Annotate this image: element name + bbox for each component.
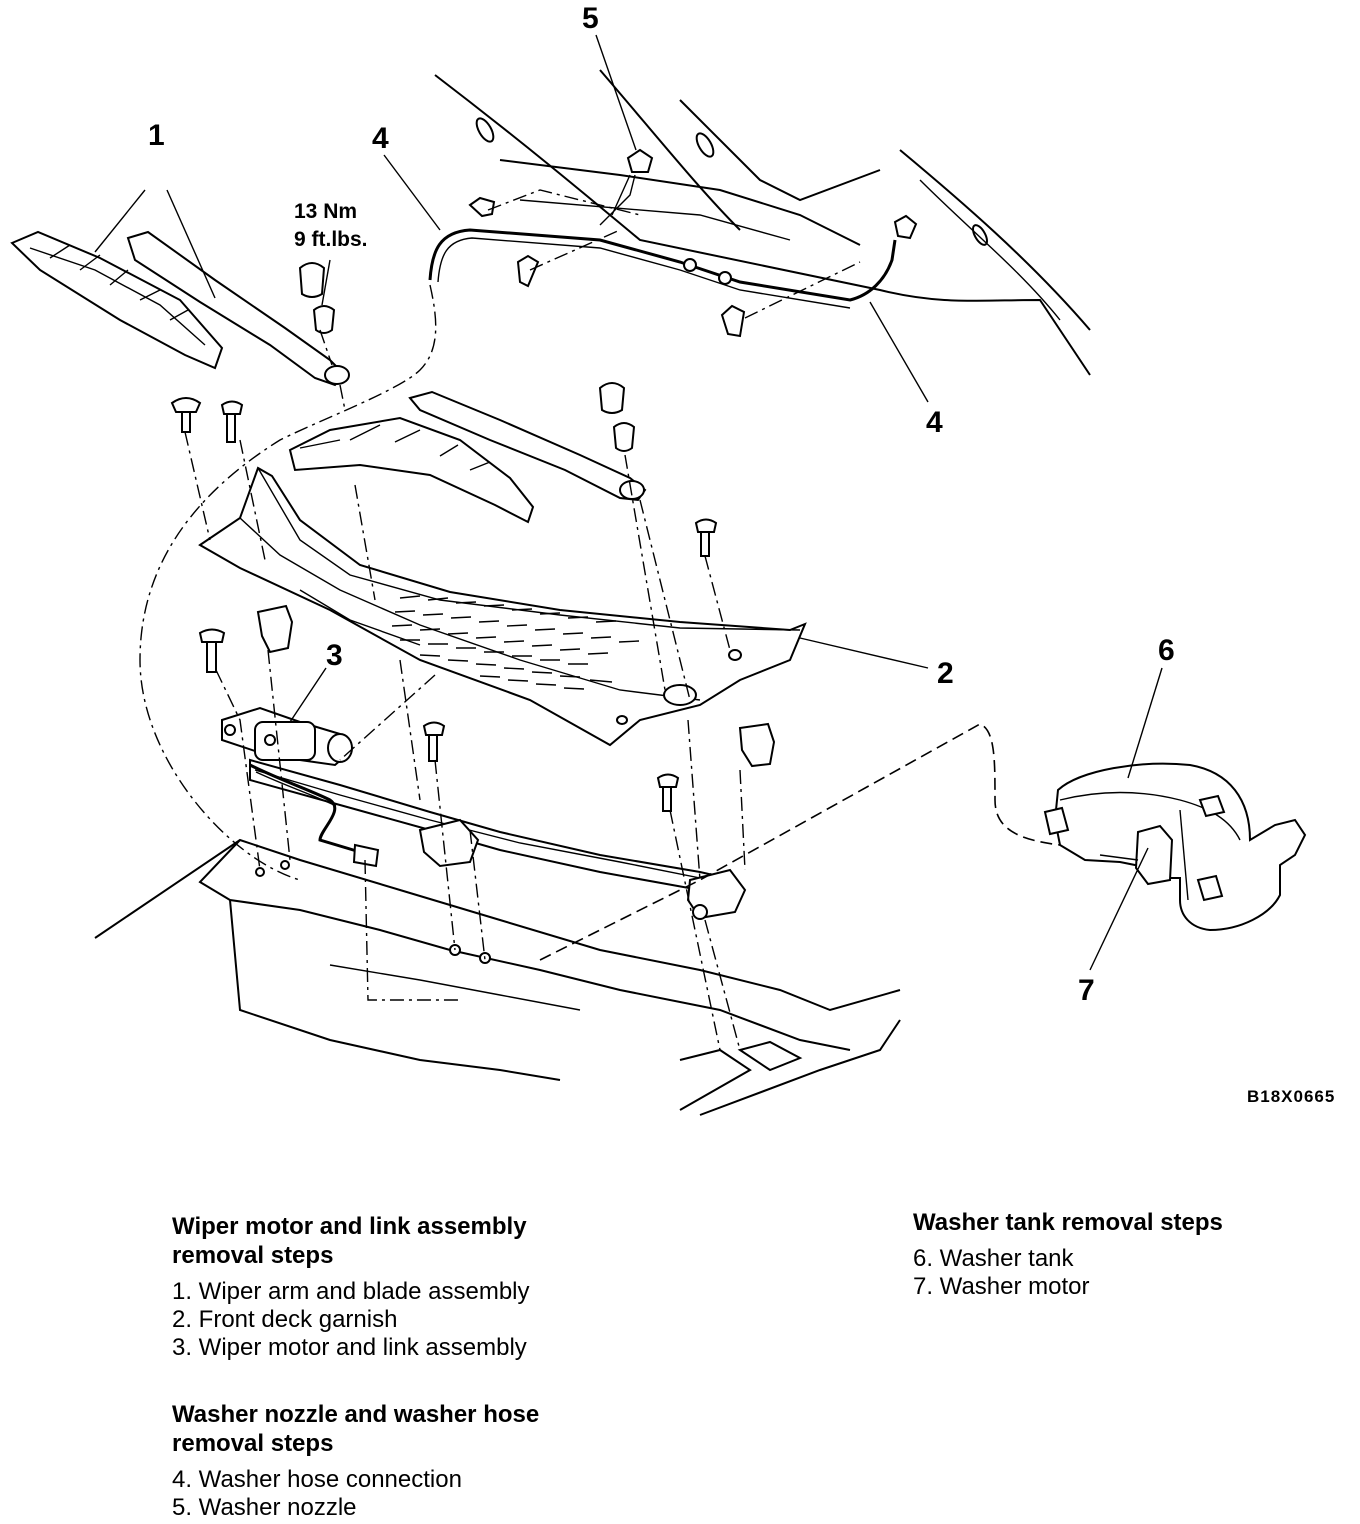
washer-motor [1099, 824, 1174, 886]
tank-step-6: 6. Washer tank [913, 1245, 1074, 1272]
washer-hose [428, 174, 897, 309]
nut-cap [298, 262, 636, 452]
nozzle-step-5: 5. Washer nozzle [172, 1494, 357, 1521]
callout-7: 7 [1078, 974, 1095, 1007]
tank-removal-steps: Washer tank removal steps 6. Washer tank… [913, 1208, 1333, 1301]
wiper-step-1: 1. Wiper arm and blade assembly [172, 1278, 530, 1305]
leader-lines [94, 34, 1163, 971]
garnish-clip [256, 604, 776, 768]
callout-2: 2 [937, 657, 954, 690]
screw [170, 397, 718, 812]
nozzle-steps-title-line2: removal steps [172, 1430, 334, 1457]
washer-nozzle [611, 148, 918, 240]
callout-3: 3 [326, 639, 343, 672]
wiper-arm-blade-center [288, 390, 647, 524]
nozzle-steps-heading: Washer nozzle and washer hose removal st… [172, 1400, 812, 1458]
figure-code: B18X0665 [1247, 1087, 1335, 1106]
wiper-steps-title-line2: removal steps [172, 1242, 334, 1269]
callout-4-lower: 4 [926, 406, 943, 439]
wiper-step-2: 2. Front deck garnish [172, 1306, 398, 1333]
guide-lines [139, 189, 1061, 1051]
wiper-removal-steps: Wiper motor and link assembly removal st… [172, 1212, 812, 1362]
nozzle-step-4: 4. Washer hose connection [172, 1466, 462, 1493]
callout-5: 5 [582, 2, 599, 35]
vehicle-cowl-body [94, 838, 901, 1116]
torque-spec-imperial: 9 ft.lbs. [294, 228, 368, 251]
callout-6: 6 [1158, 634, 1175, 667]
nozzle-removal-steps: Washer nozzle and washer hose removal st… [172, 1400, 812, 1522]
hose-clip [468, 196, 746, 338]
exploded-view-diagram: 1 2 3 4 4 5 6 7 13 Nm 9 ft.lbs. B18X0665 [10, 2, 1335, 1116]
tank-step-7: 7. Washer motor [913, 1273, 1090, 1300]
torque-spec-metric: 13 Nm [294, 200, 357, 223]
tank-steps-heading: Washer tank removal steps [913, 1209, 1223, 1236]
wiper-steps-title-line1: Wiper motor and link assembly [172, 1213, 527, 1240]
wiper-step-3: 3. Wiper motor and link assembly [172, 1334, 527, 1361]
nozzle-steps-title-line1: Washer nozzle and washer hose [172, 1401, 540, 1428]
washer-tank [1043, 762, 1307, 932]
hood-panel [434, 69, 1091, 376]
wiper-motor-link-assembly [221, 706, 747, 920]
callout-1: 1 [148, 119, 165, 152]
wiper-steps-heading: Wiper motor and link assembly removal st… [172, 1212, 812, 1270]
wiper-arm-blade-left [10, 230, 350, 387]
callout-4-upper: 4 [372, 122, 389, 155]
